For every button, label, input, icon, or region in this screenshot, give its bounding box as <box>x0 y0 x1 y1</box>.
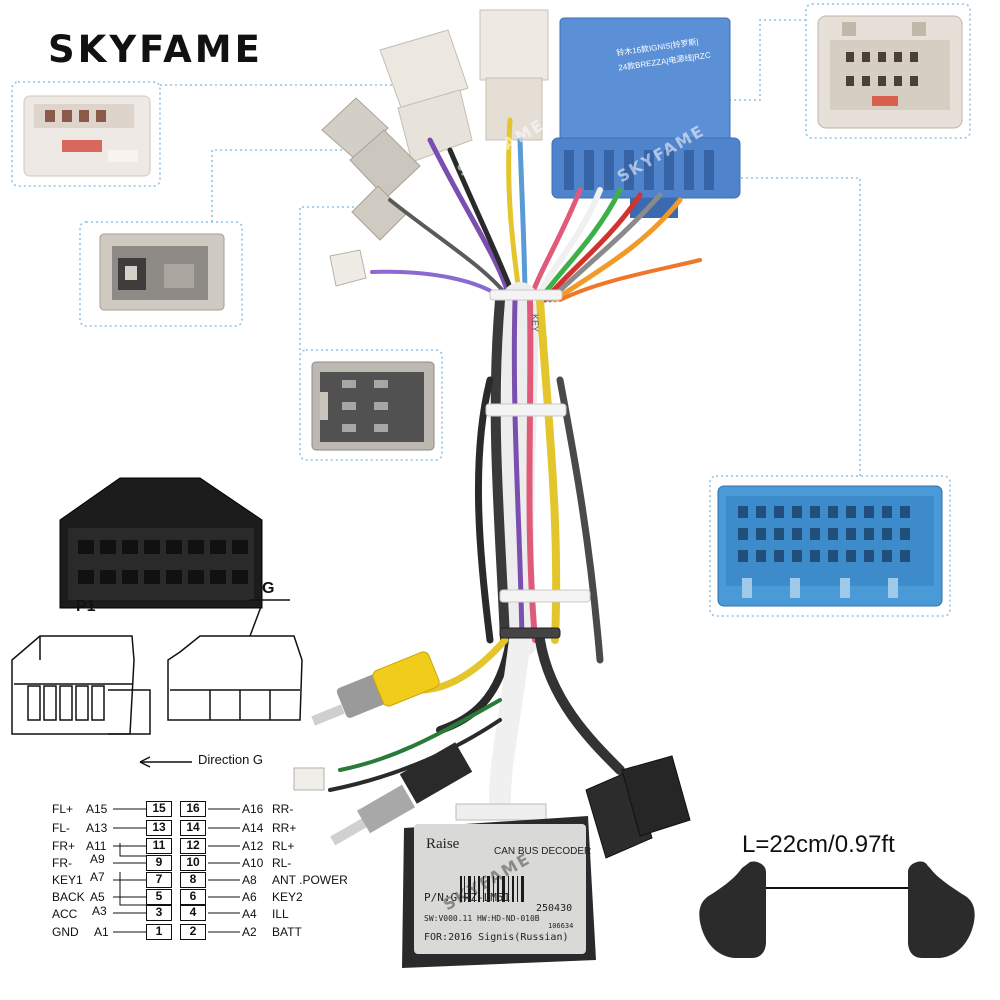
direction-label: Direction G <box>198 752 264 767</box>
pin-name-left: FR- <box>52 856 72 870</box>
pin-code-left: A13 <box>86 821 108 835</box>
pin-name-right: RR- <box>272 802 294 816</box>
pin-name-left: FL+ <box>52 802 74 816</box>
decoder-brand: Raise <box>426 836 460 852</box>
pin-name-right: RL- <box>272 856 292 870</box>
blue-connector-detail <box>717 485 943 607</box>
pin-number: 13 <box>146 820 172 836</box>
pin-code-left: A1 <box>94 925 109 939</box>
pinout-leaders <box>113 808 240 933</box>
decoder-serial: 106634 <box>548 922 574 930</box>
cable-length-label: L=22cm/0.97ft <box>742 831 895 858</box>
pin-number: 12 <box>180 838 206 854</box>
rca-plug <box>311 651 440 726</box>
pin-number: 2 <box>180 924 206 940</box>
pin-number: 4 <box>180 905 206 921</box>
pin-code-right: A2 <box>242 925 257 939</box>
antenna-plug <box>330 742 473 846</box>
harness-top-connectors <box>321 9 741 287</box>
pin-code-right: A14 <box>242 821 264 835</box>
pin-name-right: KEY2 <box>272 890 303 904</box>
pin-number: 14 <box>180 820 206 836</box>
pin-code-left: A11 <box>86 839 107 853</box>
pin-name-right: RR+ <box>272 821 297 835</box>
decoder-vehicle: FOR:2016 Signis(Russian) <box>424 932 569 943</box>
pin-code-left: A7 <box>90 870 105 884</box>
pin-code-right: A6 <box>242 890 257 904</box>
callout-lines <box>11 3 971 617</box>
pin-name-right: ANT .POWER <box>272 873 348 887</box>
small-white-plug <box>293 767 325 791</box>
decoder-title: CAN BUS DECODER <box>494 846 592 857</box>
pin-code-left: A9 <box>90 852 105 866</box>
skyfame-logo: SKYFAME <box>48 28 263 71</box>
pin-code-right: A8 <box>242 873 257 887</box>
pin-number: 10 <box>180 855 206 871</box>
cable-ties <box>485 289 591 639</box>
pin-code-right: A10 <box>242 856 264 870</box>
white-connector-detail <box>23 95 151 177</box>
grey-connector-detail <box>99 233 225 311</box>
pin-code-left: A15 <box>86 802 108 816</box>
pin-name-left: FL- <box>52 821 70 835</box>
decoder-date: 250430 <box>536 903 573 914</box>
pin-name-right: RL+ <box>272 839 295 853</box>
decoder-version: SW:V000.11 HW:HD-ND-010B <box>424 914 540 923</box>
pin-number: 15 <box>146 801 172 817</box>
pin-number: 1 <box>146 924 172 940</box>
pin-code-right: A12 <box>242 839 264 853</box>
beige-connector-detail <box>817 15 963 129</box>
pin-number: 11 <box>146 838 172 854</box>
pin-code-right: A16 <box>242 802 264 816</box>
pin-name-left: FR+ <box>52 839 76 853</box>
pin-number: 6 <box>180 889 206 905</box>
pin-number: 3 <box>146 905 172 921</box>
length-indicator <box>699 861 975 958</box>
pin-number: 9 <box>146 855 172 871</box>
pin-code-left: A5 <box>90 890 105 904</box>
connector-drawings <box>11 599 303 768</box>
p1-connector <box>59 477 263 609</box>
pin-name-left: ACC <box>52 907 78 921</box>
pin-name-left: BACK <box>52 890 85 904</box>
grey-socket-detail <box>311 361 435 451</box>
pin-name-left: KEY1 <box>52 873 83 887</box>
p1-label: P1 <box>76 598 96 615</box>
pin-code-left: A3 <box>92 904 107 918</box>
pin-name-right: ILL <box>272 907 289 921</box>
pin-number: 7 <box>146 872 172 888</box>
pin-name-right: BATT <box>272 925 302 939</box>
right-hand-icon <box>906 868 974 960</box>
pin-number: 16 <box>180 801 206 817</box>
wire-tag: KEY <box>530 313 541 333</box>
pin-number: 5 <box>146 889 172 905</box>
decoder-box-shape <box>402 803 596 968</box>
left-hand-icon <box>700 868 768 960</box>
decoder-pn: P/N:G-RZ-LM51 <box>424 891 511 904</box>
pin-number: 8 <box>180 872 206 888</box>
pin-name-left: GND <box>52 925 79 939</box>
g-label: G <box>262 580 275 597</box>
pin-code-right: A4 <box>242 907 257 921</box>
black-connectors <box>585 755 691 859</box>
